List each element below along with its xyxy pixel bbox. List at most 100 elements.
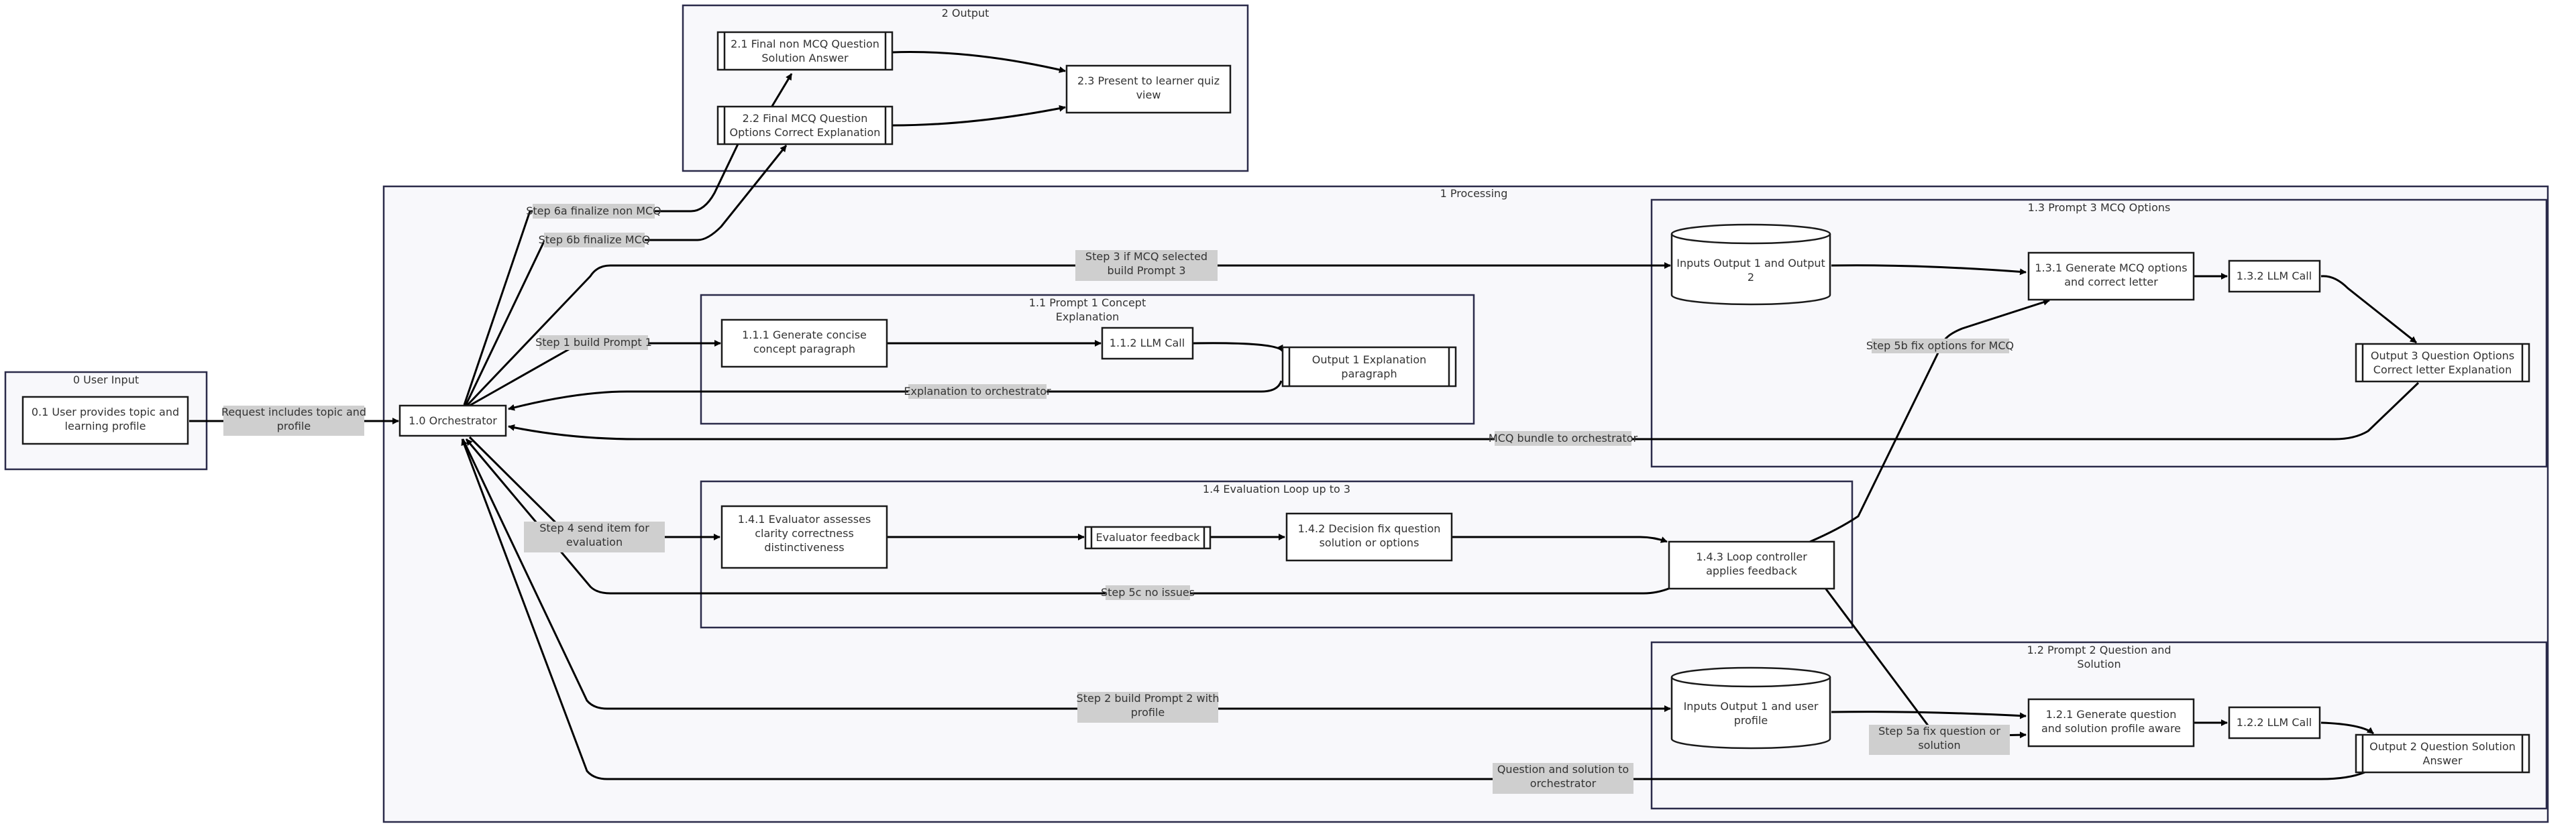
text-line: Evaluator feedback xyxy=(1096,531,1201,544)
edge-step6a xyxy=(463,127,747,406)
node-llm-call-1[interactable]: 1.1.2 LLM Call xyxy=(1101,327,1194,360)
text-line: Output 1 Explanation xyxy=(1312,353,1427,366)
node-evaluator-feedback-text: Evaluator feedback xyxy=(1096,531,1201,544)
text-line: 1.1.2 LLM Call xyxy=(1110,337,1185,349)
text-line: and solution profile aware xyxy=(2041,722,2181,735)
text-line: evaluation xyxy=(566,536,623,548)
edge-llm3-to-output3 xyxy=(2320,275,2417,344)
text-line: Output 3 Question Options xyxy=(2371,349,2514,362)
edge-step5b xyxy=(1809,299,2050,543)
edge-step3 xyxy=(466,262,1671,407)
edge-mcq-bundle xyxy=(508,381,2420,440)
text-line: Step 5b fix options for MCQ xyxy=(1866,339,2014,352)
edge-label-request-text: Request includes topic and profile xyxy=(221,406,366,432)
node-evaluator-feedback[interactable]: Evaluator feedback xyxy=(1084,526,1212,550)
edge-label-step6a-text: Step 6a finalize non MCQ xyxy=(526,204,661,217)
edge-label-explanation-back-text: Explanation to orchestrator xyxy=(904,385,1051,398)
text-line: distinctiveness xyxy=(764,541,844,554)
edge-step5c xyxy=(465,438,1671,595)
text-line: 1.1 Prompt 1 Concept xyxy=(1029,296,1146,309)
text-line: 2 Output xyxy=(942,7,989,19)
node-orchestrator-text: 1.0 Orchestrator xyxy=(409,414,497,427)
text-line: Step 3 if MCQ selected xyxy=(1085,250,1208,263)
text-line: Step 6b finalize MCQ xyxy=(539,233,651,246)
edge-question-back xyxy=(461,438,2365,780)
edges xyxy=(189,51,2420,780)
edge-non-mcq-to-present xyxy=(892,51,1066,73)
node-llm-call-1-text: 1.1.2 LLM Call xyxy=(1110,337,1185,349)
cluster-title-user-input: 0 User Input xyxy=(73,373,139,386)
text-line: orchestrator xyxy=(1530,777,1597,790)
text-line: profile xyxy=(1734,714,1768,727)
edge-label-step5c-text: Step 5c no issues xyxy=(1101,586,1195,599)
node-llm-call-3[interactable]: 1.3.2 LLM Call xyxy=(2228,259,2321,293)
text-line: 2.3 Present to learner quiz xyxy=(1077,74,1220,87)
text-line: concept paragraph xyxy=(753,343,855,355)
text-line: 1.4.3 Loop controller xyxy=(1696,550,1807,563)
edge-explanation-back xyxy=(508,380,1283,411)
text-line: Output 2 Question Solution xyxy=(2369,740,2516,753)
edge-label-mcq-bundle-text: MCQ bundle to orchestrator xyxy=(1489,432,1638,444)
text-line: 1 Processing xyxy=(1440,187,1508,200)
text-line: Request includes topic and xyxy=(221,406,366,418)
text-line: paragraph xyxy=(1341,367,1397,380)
text-line: Answer xyxy=(2423,754,2463,767)
text-line: Question and solution to xyxy=(1497,763,1629,776)
node-llm-call-3-text: 1.3.2 LLM Call xyxy=(2237,270,2312,282)
node-llm-call-2[interactable]: 1.2.2 LLM Call xyxy=(2228,706,2321,739)
text-line: solution or options xyxy=(1320,536,1419,549)
node-orchestrator[interactable]: 1.0 Orchestrator xyxy=(398,404,507,437)
text-line: 0.1 User provides topic and xyxy=(32,406,179,418)
edge-llm2-to-output2 xyxy=(2320,721,2374,735)
text-line: profile xyxy=(277,420,311,432)
text-line: Explanation xyxy=(1056,310,1120,323)
text-line: 0 User Input xyxy=(73,373,139,386)
text-line: applies feedback xyxy=(1706,565,1798,577)
text-line: 1.4 Evaluation Loop up to 3 xyxy=(1203,483,1350,495)
text-line: build Prompt 3 xyxy=(1107,264,1185,277)
text-line: profile xyxy=(1131,706,1165,719)
edge-label-step1-text: Step 1 build Prompt 1 xyxy=(535,336,652,349)
edge-final-mcq-to-non-mcq xyxy=(770,73,793,108)
node-loop-controller-text: 1.4.3 Loop controller applies feedback xyxy=(1696,550,1807,577)
edge-label-step6b: Step 6b finalize MCQ xyxy=(539,233,651,247)
text-line: solution xyxy=(1918,739,1960,752)
node-loop-controller[interactable]: 1.4.3 Loop controller applies feedback xyxy=(1668,540,1835,590)
text-line: Step 6a finalize non MCQ xyxy=(526,204,661,217)
edge-decision-to-loop xyxy=(1452,536,1668,543)
edge-label-step5b: Step 5b fix options for MCQ xyxy=(1866,339,2014,353)
text-line: 1.3 Prompt 3 MCQ Options xyxy=(2028,201,2171,214)
